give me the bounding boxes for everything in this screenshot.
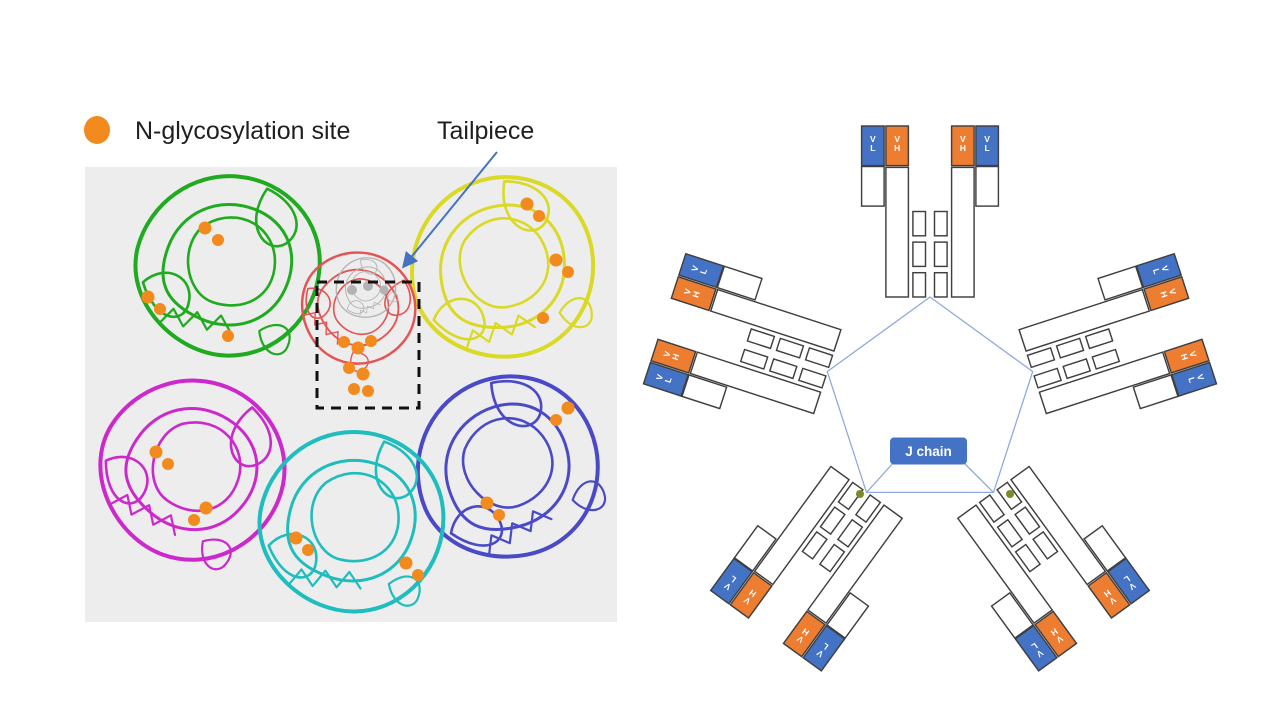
glyco-site-dot (480, 496, 494, 510)
glyco-site-dot (533, 210, 545, 222)
glyco-site-dot (520, 197, 534, 211)
glyco-site-dot (212, 234, 224, 246)
tailpiece-sphere (347, 285, 357, 295)
j-chain-label: J chain (905, 444, 952, 459)
glyco-site-dot (562, 266, 574, 278)
cysteine-dot (1006, 490, 1014, 498)
glyco-site-dot (549, 253, 563, 267)
igm-subunit-3 (937, 451, 1151, 672)
glyco-site-dot (199, 501, 213, 515)
connector-pentagon (826, 296, 1034, 494)
glyco-site-dot (222, 330, 234, 342)
legend: N-glycosylation site Tailpiece (84, 116, 534, 145)
glyco-site-dot (493, 509, 505, 521)
j-chain: J chain (890, 437, 967, 465)
glyco-site-dot (289, 531, 303, 545)
tailpiece-arrow (401, 151, 498, 269)
j-chain-box (890, 437, 967, 465)
glyco-site-dot (343, 362, 355, 374)
tailpiece-label: Tailpiece (437, 117, 534, 145)
glyco-site-dot (338, 336, 350, 348)
glyco-legend-label: N-glycosylation site (135, 117, 350, 145)
structure-panel-bg (85, 167, 617, 622)
glyco-site-dot (356, 367, 370, 381)
glyco-site-dot (162, 458, 174, 470)
igm-subunit-4 (709, 451, 923, 672)
glyco-site-dot (302, 544, 314, 556)
igm-subunit-1 (860, 125, 1000, 298)
igm-subunit-2 (1010, 253, 1218, 438)
glyco-site-dot (351, 341, 365, 355)
glyco-site-dot (399, 556, 413, 570)
glyco-site-dot (362, 385, 374, 397)
cysteine-dots (856, 490, 1014, 498)
tailpiece-dashed-box (315, 280, 421, 410)
glyco-site-dot (149, 445, 163, 459)
glyco-site-dot (561, 401, 575, 415)
glyco-site-dot (537, 312, 549, 324)
glyco-legend-dot (84, 116, 110, 144)
glyco-site-dot (198, 221, 212, 235)
glyco-site-dot (154, 303, 166, 315)
igm-subunit-5 (642, 253, 850, 438)
glyco-site-dot (141, 290, 155, 304)
glyco-site-dot (550, 414, 562, 426)
glyco-sites (141, 197, 575, 581)
glyco-site-dot (348, 383, 360, 395)
glyco-site-dot (365, 335, 377, 347)
glyco-site-dot (188, 514, 200, 526)
cysteine-dot (856, 490, 864, 498)
tailpiece-sphere (379, 285, 389, 295)
glyco-site-dot (412, 569, 424, 581)
